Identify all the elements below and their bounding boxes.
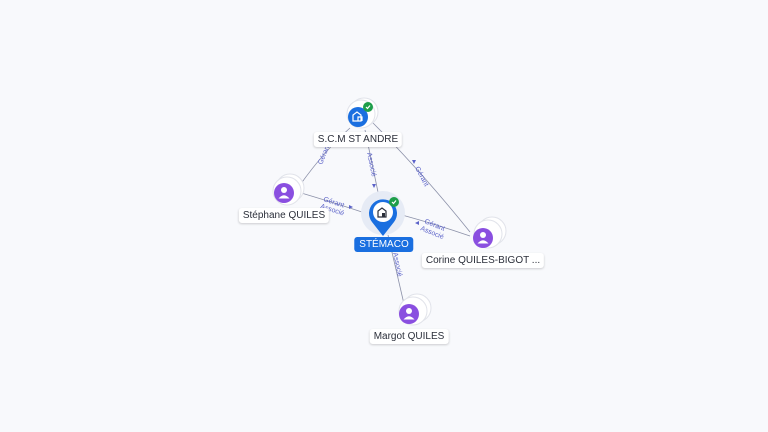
node-label-corine[interactable]: Corine QUILES-BIGOT ... — [421, 253, 545, 268]
node-stemaco[interactable] — [361, 191, 405, 236]
edge-label-scm-stemaco: Associé — [365, 152, 377, 178]
edge-arrows — [349, 160, 419, 225]
arrow-stephane-stemaco — [349, 205, 353, 209]
node-label-stephane[interactable]: Stéphane QUILES — [238, 208, 330, 223]
edge-label-scm-corine: Gérant — [413, 166, 429, 188]
edge-label-stemaco-margot: Associé — [391, 252, 403, 278]
edge-corine-stemaco — [401, 214, 471, 237]
arrow-scm-corine — [412, 160, 416, 164]
node-corine[interactable] — [473, 216, 507, 249]
node-label-margot[interactable]: Margot QUILES — [369, 329, 449, 344]
node-scm[interactable] — [346, 97, 379, 129]
node-stephane[interactable] — [272, 173, 305, 206]
arrow-corine-stemaco — [415, 221, 419, 225]
node-label-stemaco[interactable]: STÉMACO — [354, 237, 414, 252]
edge-stephane-stemaco — [297, 191, 366, 214]
node-label-scm[interactable]: S.C.M ST ANDRE — [313, 132, 403, 147]
node-margot[interactable] — [398, 293, 432, 326]
arrow-scm-stemaco — [372, 184, 376, 188]
